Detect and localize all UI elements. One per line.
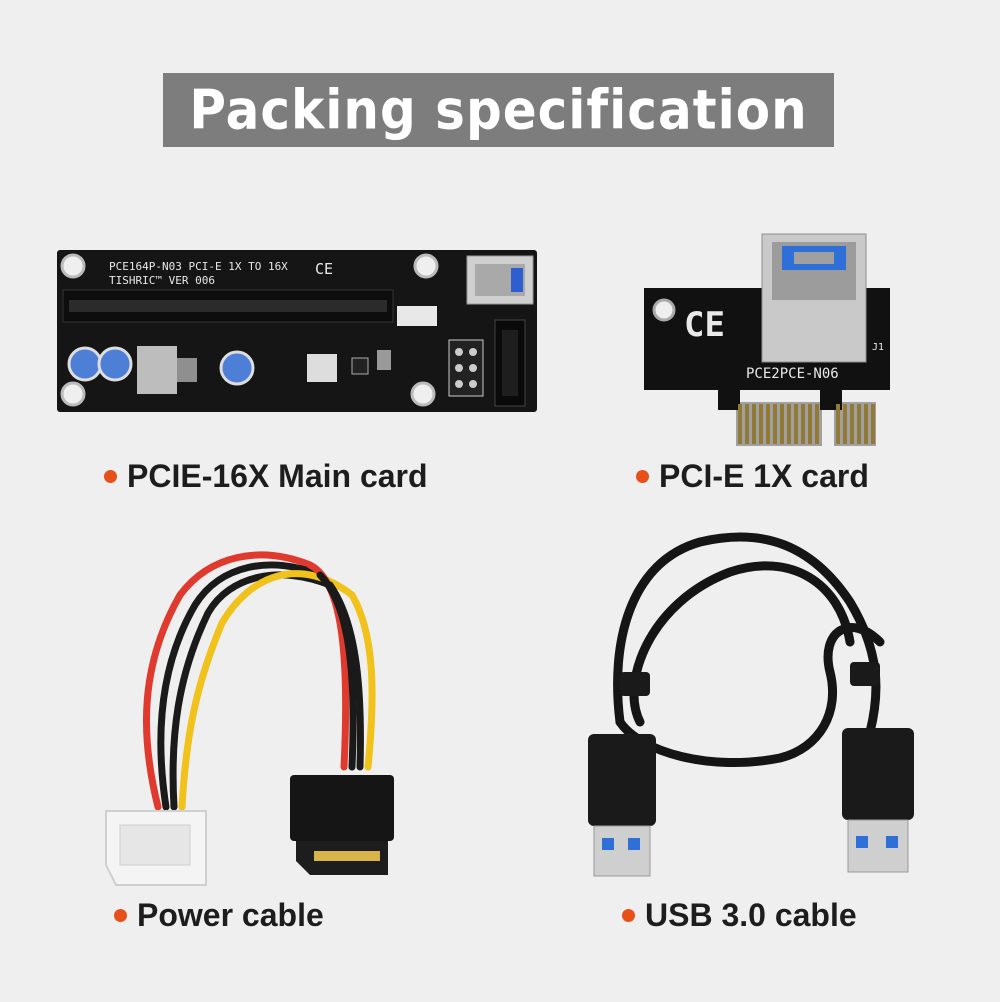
caption-label: Power cable: [137, 897, 324, 933]
caption-pcie-16x: PCIE-16X Main card: [104, 458, 428, 495]
power-cable-image: [100, 535, 420, 895]
caption-label: PCIE-16X Main card: [127, 458, 428, 494]
pcb-line2: TISHRIC™ VER 006: [109, 274, 215, 287]
j1-label: J1: [872, 342, 884, 353]
page-title: Packing specification: [189, 78, 808, 142]
usb-cable-image: [580, 522, 920, 882]
ce-mark: CE: [684, 305, 725, 345]
bullet-dot-icon: [622, 909, 635, 922]
caption-power-cable: Power cable: [114, 897, 324, 934]
pcie-16x-card-image: PCE164P-N03 PCI-E 1X TO 16X TISHRIC™ VER…: [57, 250, 537, 412]
pcb-line1: PCE164P-N03 PCI-E 1X TO 16X: [109, 260, 288, 273]
bullet-dot-icon: [114, 909, 127, 922]
bullet-dot-icon: [104, 470, 117, 483]
ce-mark: CE: [315, 260, 333, 278]
caption-usb-cable: USB 3.0 cable: [622, 897, 857, 934]
caption-label: PCI-E 1X card: [659, 458, 869, 494]
pcie-1x-card-image: CE J1 PCE2PCE-N06: [642, 232, 892, 452]
caption-pcie-1x: PCI-E 1X card: [636, 458, 869, 495]
model-label: PCE2PCE-N06: [746, 366, 839, 382]
caption-label: USB 3.0 cable: [645, 897, 857, 933]
title-banner: Packing specification: [163, 73, 834, 147]
bullet-dot-icon: [636, 470, 649, 483]
